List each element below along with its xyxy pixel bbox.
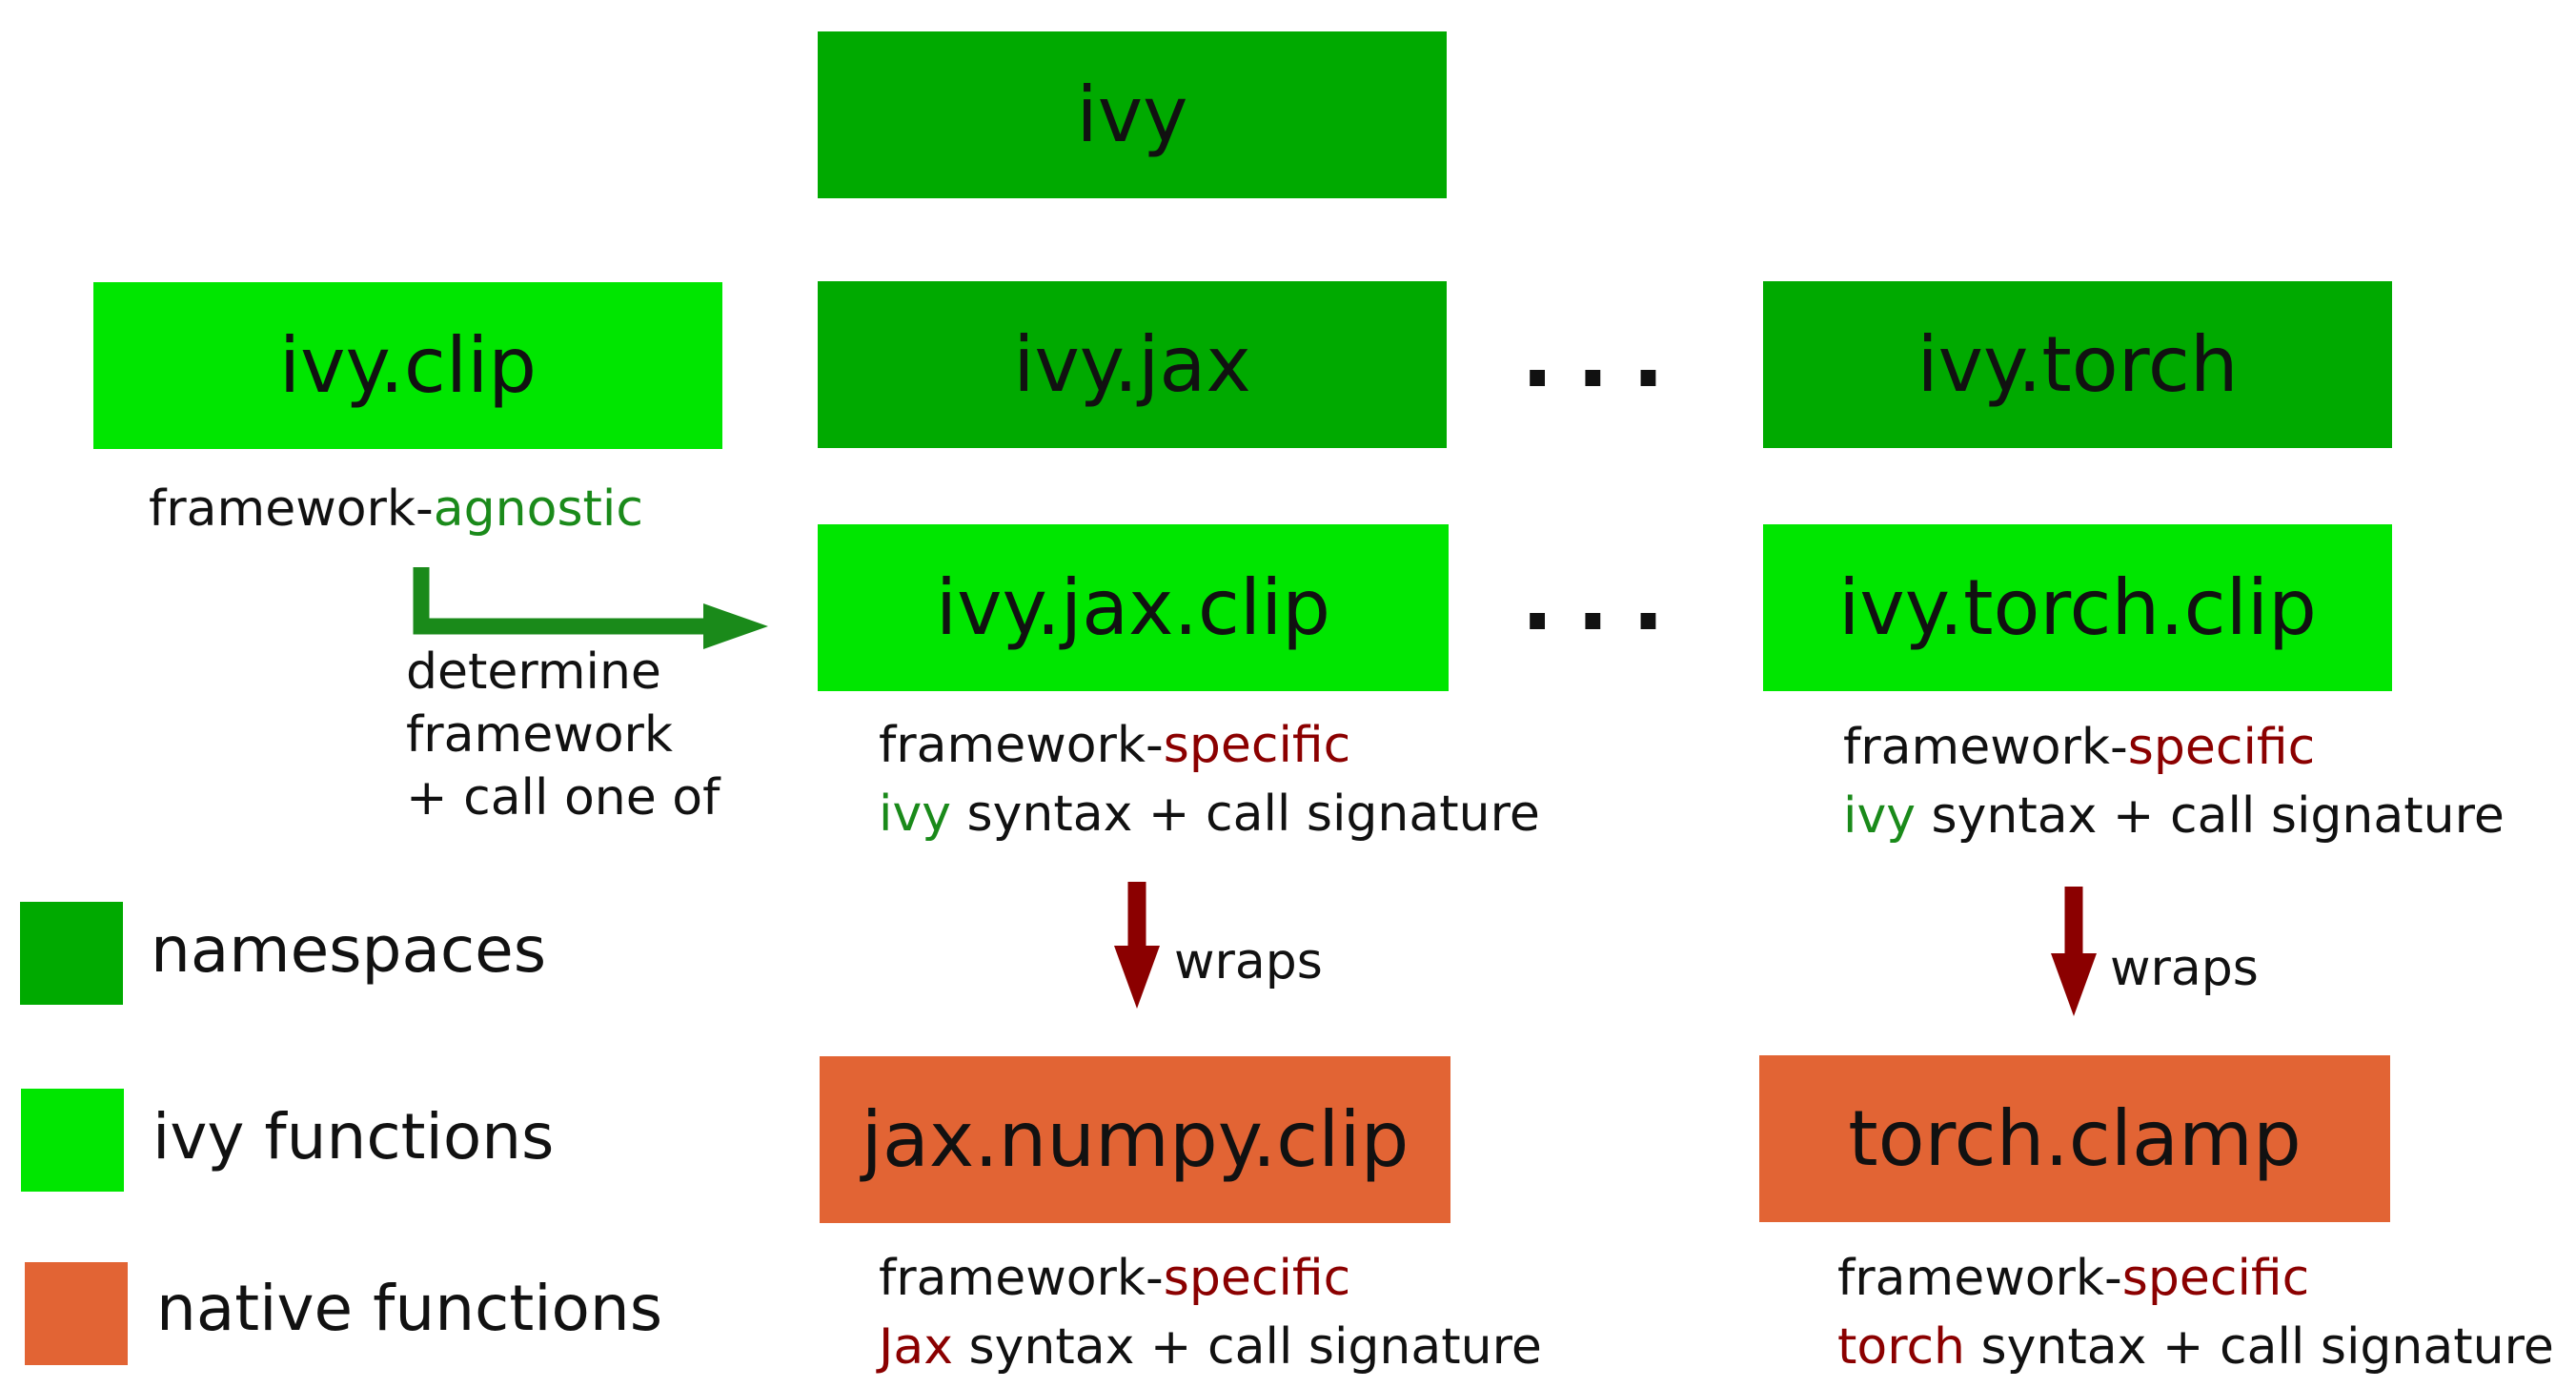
ivy-clip-function-box: ivy.clip: [93, 282, 722, 449]
ivy-namespace-box: ivy: [818, 31, 1447, 198]
legend-label-ivy-functions: ivy functions: [152, 1100, 555, 1174]
jax-native-description: framework-specific Jax syntax + call sig…: [879, 1244, 1542, 1381]
ivy-syntax-highlight: ivy: [879, 786, 951, 843]
torch-native-syntax-line: torch syntax + call signature: [1837, 1313, 2554, 1381]
jax-clip-description: framework-specific ivy syntax + call sig…: [879, 711, 1540, 848]
legend-swatch-native-functions: [25, 1262, 128, 1365]
specific-highlight: specific: [2127, 719, 2316, 776]
jax-syntax-highlight: Jax: [879, 1318, 953, 1376]
specific-highlight: specific: [1163, 1250, 1351, 1307]
agnostic-prefix: framework-: [149, 480, 434, 538]
torch-clip-specific-line: framework-specific: [1843, 713, 2505, 782]
torch-clip-syntax-line: ivy syntax + call signature: [1843, 782, 2505, 850]
specific-highlight: specific: [1163, 717, 1351, 774]
legend-label-namespaces: namespaces: [151, 913, 547, 987]
legend-label-native-functions: native functions: [156, 1272, 663, 1345]
specific-highlight: specific: [2121, 1250, 2310, 1307]
function-ellipsis: ...: [1521, 550, 1688, 650]
determine-framework-label: determine framework + call one of: [406, 641, 720, 829]
jax-native-specific-line: framework-specific: [879, 1244, 1542, 1313]
jax-native-syntax-line: Jax syntax + call signature: [879, 1313, 1542, 1381]
specific-prefix: framework-: [1843, 719, 2128, 776]
ivy-syntax-rest: syntax + call signature: [1916, 787, 2505, 845]
torch-syntax-highlight: torch: [1837, 1318, 1965, 1376]
ivy-syntax-rest: syntax + call signature: [951, 786, 1540, 843]
legend-swatch-ivy-functions: [21, 1089, 124, 1192]
ivy-syntax-highlight: ivy: [1843, 787, 1916, 845]
torch-clamp-native-box: torch.clamp: [1759, 1055, 2390, 1222]
ivy-jax-clip-function-box: ivy.jax.clip: [818, 524, 1449, 691]
specific-prefix: framework-: [879, 717, 1164, 774]
torch-wraps-arrow: [2051, 887, 2097, 1016]
jax-syntax-rest: syntax + call signature: [952, 1318, 1542, 1376]
ivy-torch-clip-function-box: ivy.torch.clip: [1763, 524, 2392, 691]
jax-clip-specific-line: framework-specific: [879, 711, 1540, 780]
determine-line-2: framework: [406, 706, 674, 764]
legend-swatch-namespaces: [20, 902, 123, 1005]
namespace-ellipsis: ...: [1521, 307, 1688, 407]
jax-numpy-clip-native-box: jax.numpy.clip: [820, 1056, 1450, 1223]
torch-wraps-label: wraps: [2110, 940, 2259, 997]
determine-line-1: determine: [406, 643, 661, 701]
jax-wraps-label: wraps: [1174, 933, 1323, 990]
agnostic-highlight: agnostic: [433, 480, 643, 538]
torch-native-specific-line: framework-specific: [1837, 1244, 2554, 1313]
ivy-torch-namespace-box: ivy.torch: [1763, 281, 2392, 448]
torch-clip-description: framework-specific ivy syntax + call sig…: [1843, 713, 2505, 850]
torch-native-description: framework-specific torch syntax + call s…: [1837, 1244, 2554, 1381]
torch-syntax-rest: syntax + call signature: [1965, 1318, 2554, 1376]
determine-line-3: + call one of: [406, 769, 720, 827]
specific-prefix: framework-: [1837, 1250, 2122, 1307]
specific-prefix: framework-: [879, 1250, 1164, 1307]
framework-agnostic-label: framework-agnostic: [149, 475, 643, 543]
jax-wraps-arrow: [1114, 882, 1160, 1009]
determine-framework-arrow: [413, 567, 768, 649]
jax-clip-syntax-line: ivy syntax + call signature: [879, 780, 1540, 848]
ivy-jax-namespace-box: ivy.jax: [818, 281, 1447, 448]
